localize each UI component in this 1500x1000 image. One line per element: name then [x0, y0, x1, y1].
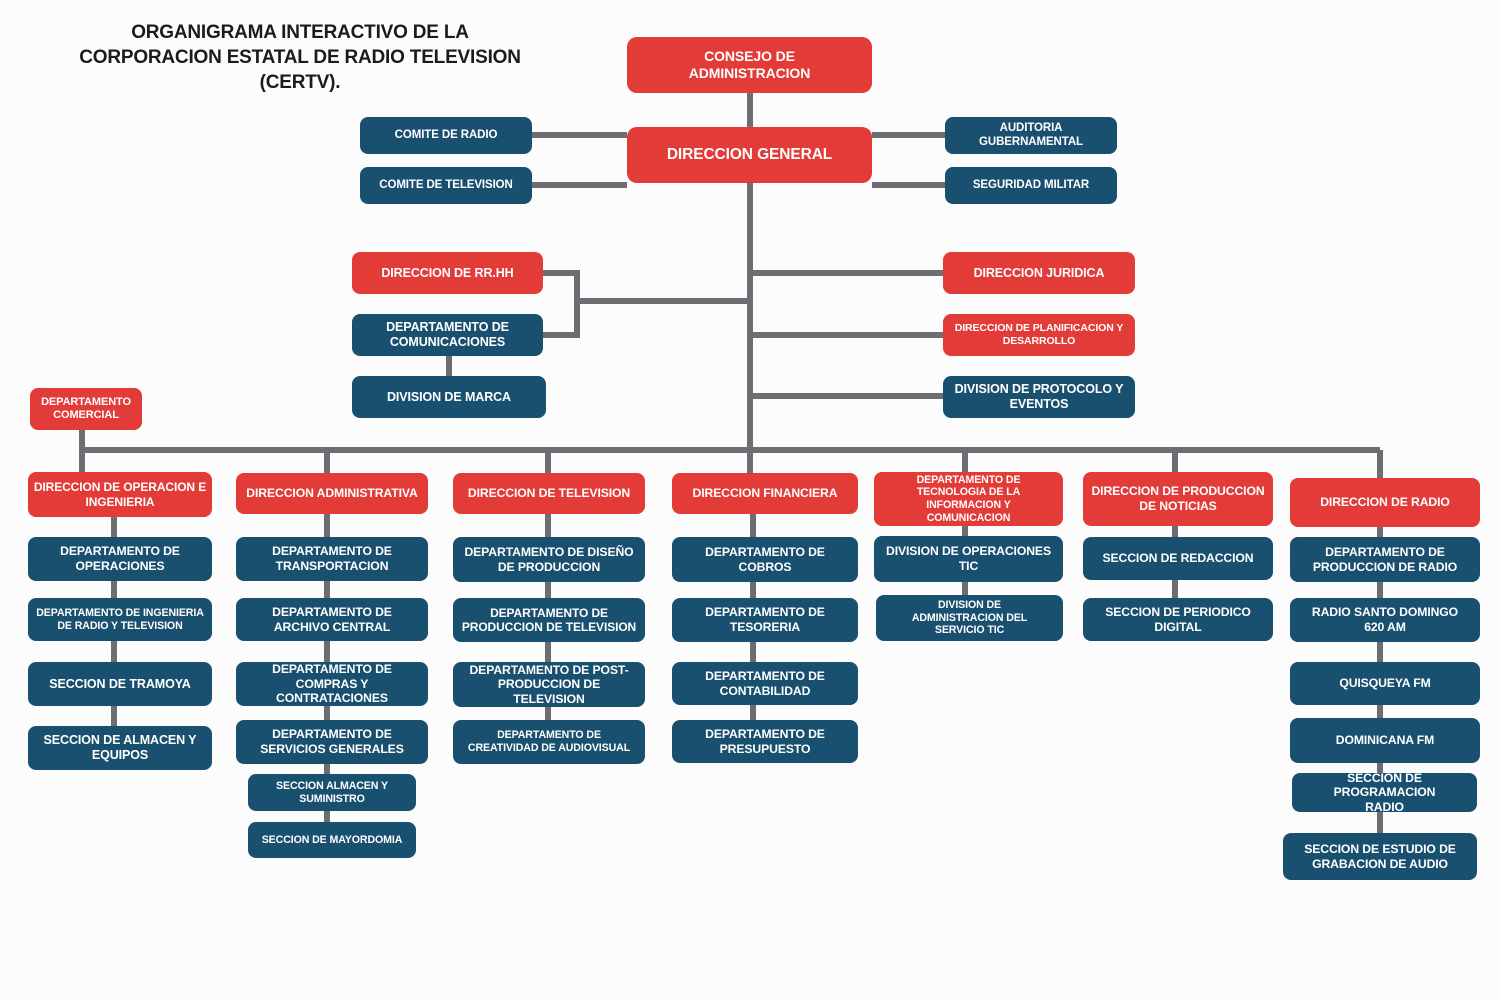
node-radio-santo-domingo-620am[interactable]: RADIO SANTO DOMINGO 620 AM [1290, 598, 1480, 642]
connector [574, 298, 753, 304]
node-departamento-presupuesto[interactable]: DEPARTAMENTO DE PRESUPUESTO [672, 720, 858, 763]
connector [532, 132, 627, 138]
node-seccion-almacen-equipos[interactable]: SECCION DE ALMACEN Y EQUIPOS [28, 726, 212, 770]
node-auditoria-gubernamental[interactable]: AUDITORIA GUBERNAMENTAL [945, 117, 1117, 154]
node-departamento-comunicaciones[interactable]: DEPARTAMENTO DE COMUNICACIONES [352, 314, 543, 356]
node-direccion-juridica[interactable]: DIRECCION JURIDICA [943, 252, 1135, 294]
node-direccion-rrhh[interactable]: DIRECCION DE RR.HH [352, 252, 543, 294]
connector [543, 332, 580, 338]
node-seccion-periodico-digital[interactable]: SECCION DE PERIODICO DIGITAL [1083, 598, 1273, 641]
node-seccion-mayordomia[interactable]: SECCION DE MAYORDOMIA [248, 822, 416, 858]
node-departamento-tesoreria[interactable]: DEPARTAMENTO DE TESORERIA [672, 598, 858, 642]
node-departamento-transportacion[interactable]: DEPARTAMENTO DE TRANSPORTACION [236, 537, 428, 581]
node-division-marca[interactable]: DIVISION DE MARCA [352, 376, 546, 418]
connector [446, 356, 452, 376]
connector [753, 270, 943, 276]
connector [543, 270, 580, 276]
node-departamento-compras-contrataciones[interactable]: DEPARTAMENTO DE COMPRAS Y CONTRATACIONES [236, 662, 428, 706]
node-division-operaciones-tic[interactable]: DIVISION DE OPERACIONES TIC [874, 536, 1063, 582]
node-division-administracion-servicio-tic[interactable]: DIVISION DE ADMINISTRACION DEL SERVICIO … [876, 595, 1063, 641]
node-seguridad-militar[interactable]: SEGURIDAD MILITAR [945, 167, 1117, 204]
node-direccion-television[interactable]: DIRECCION DE TELEVISION [453, 473, 645, 514]
connector [1377, 450, 1383, 478]
node-departamento-produccion-television[interactable]: DEPARTAMENTO DE PRODUCCION DE TELEVISION [453, 598, 645, 642]
node-comite-radio[interactable]: COMITE DE RADIO [360, 117, 532, 154]
node-direccion-radio[interactable]: DIRECCION DE RADIO [1290, 478, 1480, 527]
node-direccion-financiera[interactable]: DIRECCION FINANCIERA [672, 473, 858, 514]
node-departamento-contabilidad[interactable]: DEPARTAMENTO DE CONTABILIDAD [672, 662, 858, 705]
node-seccion-redaccion[interactable]: SECCION DE REDACCION [1083, 537, 1273, 580]
connector [747, 93, 753, 127]
node-direccion-produccion-noticias[interactable]: DIRECCION DE PRODUCCION DE NOTICIAS [1083, 472, 1273, 526]
node-division-protocolo-eventos[interactable]: DIVISION DE PROTOCOLO Y EVENTOS [943, 376, 1135, 418]
connector [753, 332, 943, 338]
node-direccion-administrativa[interactable]: DIRECCION ADMINISTRATIVA [236, 473, 428, 514]
page-title: ORGANIGRAMA INTERACTIVO DE LA CORPORACIO… [40, 20, 560, 95]
node-direccion-general[interactable]: DIRECCION GENERAL [627, 127, 872, 183]
connector [1172, 450, 1178, 472]
node-consejo-administracion[interactable]: CONSEJO DE ADMINISTRACION [627, 37, 872, 93]
connector [872, 182, 945, 188]
node-departamento-comercial[interactable]: DEPARTAMENTO COMERCIAL [30, 388, 142, 430]
connector [79, 447, 1380, 453]
node-departamento-archivo-central[interactable]: DEPARTAMENTO DE ARCHIVO CENTRAL [236, 598, 428, 641]
node-departamento-ingenieria-radio-television[interactable]: DEPARTAMENTO DE INGENIERIA DE RADIO Y TE… [28, 598, 212, 641]
connector [532, 182, 627, 188]
page-title-line2: CORPORACION ESTATAL DE RADIO TELEVISION … [79, 47, 521, 94]
node-departamento-tecnologia-tic[interactable]: DEPARTAMENTO DE TECNOLOGIA DE LA INFORMA… [874, 472, 1063, 526]
node-departamento-operaciones[interactable]: DEPARTAMENTO DE OPERACIONES [28, 537, 212, 581]
connector [747, 183, 753, 473]
connector [545, 450, 551, 473]
node-seccion-almacen-suministro[interactable]: SECCION ALMACEN Y SUMINISTRO [248, 774, 416, 811]
connector [872, 132, 945, 138]
node-departamento-produccion-radio[interactable]: DEPARTAMENTO DE PRODUCCION DE RADIO [1290, 537, 1480, 582]
node-direccion-operacion-ingenieria[interactable]: DIRECCION DE OPERACION E INGENIERIA [28, 472, 212, 517]
node-departamento-servicios-generales[interactable]: DEPARTAMENTO DE SERVICIOS GENERALES [236, 720, 428, 764]
connector [962, 450, 968, 472]
node-departamento-creatividad-audiovisual[interactable]: DEPARTAMENTO DE CREATIVIDAD DE AUDIOVISU… [453, 720, 645, 764]
node-departamento-cobros[interactable]: DEPARTAMENTO DE COBROS [672, 537, 858, 582]
node-dominicana-fm[interactable]: DOMINICANA FM [1290, 718, 1480, 763]
connector [574, 270, 580, 338]
connector [324, 450, 330, 473]
node-quisqueya-fm[interactable]: QUISQUEYA FM [1290, 662, 1480, 705]
page-title-line1: ORGANIGRAMA INTERACTIVO DE LA [131, 22, 469, 43]
node-comite-television[interactable]: COMITE DE TELEVISION [360, 167, 532, 204]
node-seccion-estudio-grabacion-audio[interactable]: SECCION DE ESTUDIO DE GRABACION DE AUDIO [1283, 833, 1477, 880]
connector [753, 393, 943, 399]
node-seccion-programacion-radio[interactable]: SECCION DE PROGRAMACION RADIO [1292, 771, 1477, 814]
node-direccion-planificacion-desarrollo[interactable]: DIRECCION DE PLANIFICACION Y DESARROLLO [943, 314, 1135, 356]
node-seccion-tramoya[interactable]: SECCION DE TRAMOYA [28, 662, 212, 706]
node-departamento-post-produccion-television[interactable]: DEPARTAMENTO DE POST-PRODUCCION DE TELEV… [453, 662, 645, 707]
node-departamento-diseno-produccion[interactable]: DEPARTAMENTO DE DISEÑO DE PRODUCCION [453, 537, 645, 582]
